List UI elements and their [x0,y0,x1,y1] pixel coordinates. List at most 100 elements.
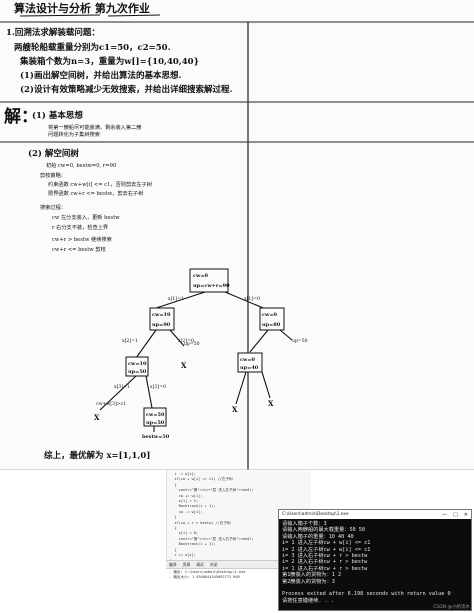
problem-line-1: 两艘轮船载重量分别为c1=50，c2=50. [14,43,171,53]
part2-heading: (2) 解空间树 [28,149,79,159]
code-line: cout<<"第"<<i<<"层 进入左子树"<<endl; [170,488,254,493]
part1-heading: (1) 基本思想 [32,111,83,121]
console-line: i= 2 进入右子树cw + r > bestw [282,559,368,566]
part2-line-6: cw 左分支装入，更新 bestw [52,215,120,221]
part2-line-5: 搜索过程： [40,205,66,211]
tree-edge-root-right [224,291,269,311]
tree-edge-n2-left [249,329,269,353]
root-label-1: cw=0 [193,273,209,279]
console-line: i= 2 进入左子树cw + w[i] <= c1 [282,546,371,553]
code-line: if(cw + r > bestw) //右子树 [170,520,231,525]
console-line: Process exited after 6.198 seconds with … [282,591,451,598]
edge-label-x2-0: x[2]=0 [178,338,194,344]
tab-resources[interactable]: 资源 [182,562,191,567]
final-answer: 综上，最优解为 x=[1,1,0] [44,451,151,461]
part2-line-9: cw+r <= bestw 剪枝 [52,247,106,253]
tab-close[interactable]: 关闭 [209,562,218,567]
panel-line-2: - 输出大小: 1.9340844345092773 MiB [169,575,240,579]
console-line: i= 1 进入右子树cw + r > bestw [282,565,368,572]
code-line: cout<<"第"<<i<<"层 进入右子树"<<endl; [170,536,254,541]
cut-mark-4: X [268,399,274,408]
part2-line-3: 约束函数 cw+w[i] <= c1，否则剪去左子树 [48,182,152,188]
tab-debug[interactable]: 调试 [196,562,204,567]
console-title: C:\Users\admin\Desktop\1.exe [282,512,349,517]
tree-edge-n1-right [169,329,185,347]
tree-edge-n3-right [145,375,153,409]
part2-line-7: r 右分支不装，检查上界 [52,225,109,231]
tree-edge-n1-left [135,329,157,359]
code-line: } [170,515,177,520]
code-line: } [170,547,177,552]
console-line: 第1艘装入的货物为：1 2 [282,572,342,579]
code-line: x[i] = 0; [170,531,199,536]
code-line: r += w[i]; [170,553,196,558]
code-line: r -= w[i]; [170,472,196,476]
problem-line-3: (1)画出解空间树，并给出算法的基本思想. [20,71,182,81]
edge-label-x3: x[3]=1 [114,384,130,390]
prune-note: cw+w[3]>c1 [96,401,126,407]
n2-label-1: cw=0 [262,312,278,318]
edge-label-x2: x[2]=1 [122,338,138,344]
part1-line-1: 将第一艘船尽可能装满，剩余装入第二艘 [48,125,142,131]
tree-edge-n2-right [279,329,293,341]
up-label-a: up=50 [184,341,200,347]
n5-label-1: cw=50 [146,412,165,418]
console-line: 请输入箱子的重量：10 40 40 [282,533,354,540]
code-line: Backtrack(i + 1); [170,504,216,509]
tab-compile[interactable]: 编译 [169,562,177,567]
minimize-icon[interactable]: — [442,511,448,518]
cut-mark-1: X [181,361,187,370]
code-line: { [170,526,177,531]
n4-label-1: cw=0 [240,357,256,363]
code-line: x[i] = 1; [170,499,199,504]
tree-node-n2 [259,307,285,331]
tree-edge-n4-right [261,371,271,399]
homework-title: 算法设计与分析 第九次作业 [14,2,150,15]
n2-label-2: up=80 [262,322,281,328]
n5-label-2: up=50 [146,420,165,426]
part1-line-2: 问题转化为子集树搜索 [48,132,100,138]
console-line: 请按任意键继续. . . [282,597,334,604]
problem-line-4: (2)设计有效策略减少无效搜索，并给出详细搜索解过程. [20,85,233,95]
n1-label-2: up=90 [152,322,171,328]
edge-label-x1: x[1]=1 [168,296,184,302]
n1-label-1: cw=10 [152,312,171,318]
up-label-b: up=50 [292,338,308,344]
panel-tabs: 编译 资源 调试 关闭 [166,561,310,569]
root-label-2: up=cw+r=90 [193,283,230,289]
notes-page: 算法设计与分析 第九次作业 1.回溯法求解装载问题： 两艘轮船载重量分别为c1=… [0,2,474,470]
console-line: 第2艘装入的货物为：3 [282,578,335,585]
console-line: i= 1 进入左子树cw + w[i] <= c1 [282,540,371,547]
notes-ruling [0,14,474,470]
code-line: cw += w[i]; [170,493,203,498]
console-titlebar[interactable]: C:\Users\admin\Desktop\1.exe — □ ✕ [279,510,471,519]
cut-mark-3: X [232,405,238,414]
code-line: { [170,482,177,487]
tree-node-n3 [125,356,149,377]
tree-edge-root-left [149,291,206,311]
tree-edge-n4-left [235,371,247,405]
part2-line-4: 限界函数 cw+r <= bestw，剪去右子树 [48,191,144,197]
code-line: if(cw + w[i] <= c1) //左子树 [170,477,233,482]
console-line: 请输入两艘船的最大载重量：50 50 [282,527,366,534]
code-text: r -= w[i]; if(cw + w[i] <= c1) //左子树 { c… [167,470,311,582]
console-line: i= 3 进入右子树cw + r > bestw [282,553,368,560]
leaf-label: bestw=50 [142,434,170,440]
cut-mark-2: X [94,413,100,422]
tree-node-n1 [149,307,175,331]
edge-label-x3-0: x[3]=0 [150,384,166,390]
tree-edge-n3-left [99,375,137,411]
solution-space-tree: cw=0 up=cw+r=90 cw=10 up=90 cw=0 up=80 c… [94,268,308,440]
edge-label-x1-0: x[1]=0 [244,296,260,302]
maximize-icon[interactable]: □ [453,511,458,518]
console-line: 请输入箱子个数：3 [282,521,327,527]
close-icon[interactable]: ✕ [463,511,468,518]
problem-line-2: 集装箱个数为n=3，重量为w[]={10,40,40} [20,57,200,67]
panel-line-1: - 输出: C:\Users\admin\Desktop\1.exe [169,570,246,574]
n4-label-2: up=40 [240,365,259,371]
part2-line-8: cw+r > bestw 继续搜索 [52,237,112,243]
watermark: CSDN @小桥流水 [433,605,470,610]
problem-heading: 1.回溯法求解装载问题： [6,28,100,38]
console-window[interactable]: C:\Users\admin\Desktop\1.exe — □ ✕ 请输入箱子… [278,509,472,611]
